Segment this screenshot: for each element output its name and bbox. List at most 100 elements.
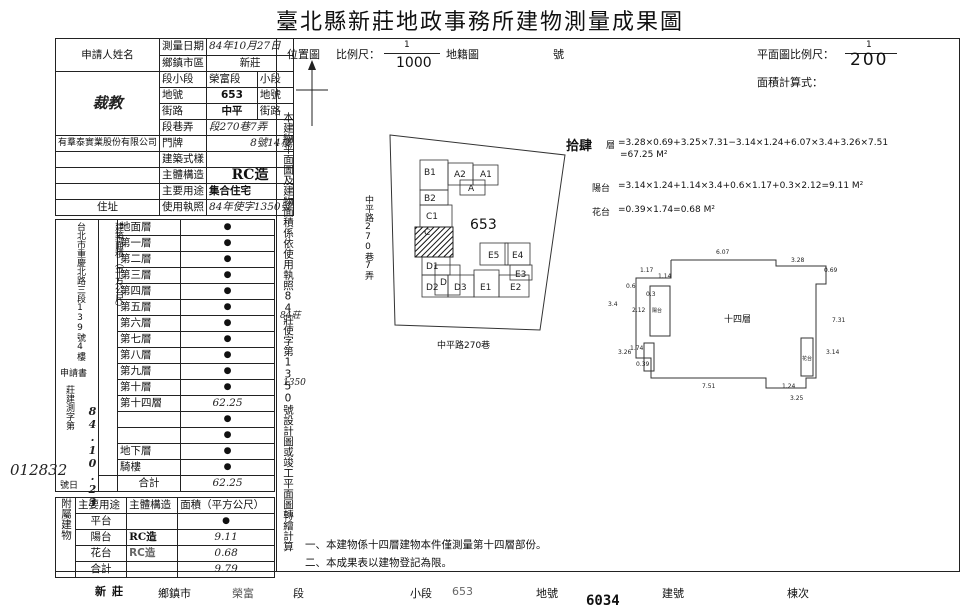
block-label: E5 — [488, 251, 499, 261]
block-label: D1 — [426, 262, 439, 272]
block-label: C1 — [426, 212, 438, 222]
svg-text:3.25: 3.25 — [790, 395, 804, 402]
position-label: 位置圖 — [287, 48, 320, 61]
block-label: A1 — [480, 170, 492, 180]
attach-head-area: 面積（平方公尺） — [177, 497, 275, 514]
floor-name: 第九層 — [117, 363, 181, 380]
footer-section-label: 段 — [293, 587, 304, 600]
floor-plan: 6.07 3.28 0.69 1.17 1.14 0.6 0.3 3.4 2.1… — [608, 249, 846, 402]
applicant-value: 裁教 — [54, 71, 161, 136]
applicant-label: 申請人姓名 — [54, 38, 161, 72]
scale-num: 1 — [404, 40, 410, 50]
floor-area-value: ● — [180, 299, 275, 316]
street-value: 中平 — [206, 103, 258, 120]
footer-count-label: 棟次 — [787, 587, 809, 600]
svg-text:3.4: 3.4 — [608, 301, 618, 308]
table-row: 陽台 RC造 9.11 — [56, 529, 275, 546]
calc-balcony-label: 陽台 — [592, 184, 611, 194]
table-row: 花台 RC造 0.68 — [56, 545, 275, 562]
floor-area-value: 62.25 — [180, 395, 275, 412]
calc-floor-result: =67.25 M² — [620, 150, 668, 160]
town-value: 新莊 — [206, 54, 295, 72]
floor-area-value: ● — [180, 427, 275, 444]
plan-flower-label: 花台 — [802, 355, 812, 362]
stamp-number: 012832 — [10, 461, 68, 479]
floor-name: 第三層 — [117, 267, 181, 284]
footer-lot-label: 地號 — [536, 587, 558, 600]
north-arrow-icon — [296, 60, 328, 126]
floor-area-value: ● — [180, 411, 275, 428]
block-label: B1 — [424, 168, 436, 178]
license-label: 使用執照 — [159, 199, 208, 216]
svg-text:1.14: 1.14 — [658, 273, 672, 280]
svg-text:7.31: 7.31 — [832, 317, 846, 324]
lot-value: 653 — [206, 87, 258, 104]
footer: 新莊 鄉鎮市 榮富 段 小段 653 地號 6034 建號 棟次 — [0, 580, 960, 613]
floor-name — [117, 411, 181, 428]
svg-text:3.14: 3.14 — [826, 349, 840, 356]
addr-label: 住址 — [54, 199, 161, 216]
footer-lot-value: 653 — [452, 585, 473, 598]
svg-text:2.12: 2.12 — [632, 307, 646, 314]
floor-area-value: ● — [180, 379, 275, 396]
svg-text:1.24: 1.24 — [782, 383, 796, 390]
table-row: 第十層● — [56, 379, 275, 396]
total-label: 合計 — [117, 475, 181, 492]
floor-area-value: ● — [180, 331, 275, 348]
cad-label: 地籍圖 — [446, 48, 479, 61]
floor-area-value: ● — [180, 283, 275, 300]
svg-text:0.69: 0.69 — [824, 267, 838, 274]
mid-note: 本建物平面圖及建物面積係依使用執照84莊使字第1350號設計圖或竣工平面圖轉繪計… — [282, 112, 294, 552]
table-row: 第七層● — [56, 331, 275, 348]
block-label: C — [424, 228, 430, 238]
svg-text:0.3: 0.3 — [646, 291, 656, 298]
calc-flower-label: 花台 — [592, 208, 611, 218]
footer-section: 榮富 — [232, 587, 254, 600]
lane-label: 段巷弄 — [159, 119, 208, 136]
calc-flower-formula: =0.39×1.74=0.68 M² — [618, 205, 715, 215]
plan-balcony-label: 陽台 — [652, 307, 662, 314]
svg-text:3.26: 3.26 — [618, 349, 632, 356]
floor-name: 第四層 — [117, 283, 181, 300]
structure-label: 主體構造 — [159, 167, 208, 184]
plan-scale-num: 1 — [866, 40, 872, 50]
attach-head-use: 主要用途 — [74, 497, 128, 514]
footer-bldg-value: 6034 — [586, 593, 620, 609]
floor-name: 第十四層 — [117, 395, 181, 412]
block-label: D3 — [454, 283, 467, 293]
road-bottom-label: 中平路270巷 — [437, 341, 491, 351]
floor-name: 第六層 — [117, 315, 181, 332]
table-row: 合計 9.79 — [56, 561, 275, 578]
footer-town-label: 鄉鎮市 — [158, 587, 191, 600]
floor-name: 第八層 — [117, 347, 181, 364]
floor-area-value: ● — [180, 347, 275, 364]
table-row: 第五層● — [56, 299, 275, 316]
floor-name: 地面層 — [117, 219, 181, 236]
plan-scale-den: 200 — [850, 50, 889, 70]
calc-floor-suffix: 層 — [606, 141, 616, 151]
no-day-label: 號日 — [60, 478, 79, 491]
block-label: E1 — [480, 283, 491, 293]
note-2: 二、本成果表以建物登記為限。 — [305, 557, 452, 569]
svg-text:7.51: 7.51 — [702, 383, 716, 390]
req-label: 申請書 — [60, 366, 88, 379]
table-row: ● — [56, 427, 275, 444]
table-row: 地面層 ● — [55, 219, 275, 492]
section-label: 段小段 — [159, 71, 208, 88]
svg-text:1.74: 1.74 — [630, 345, 644, 352]
floor-name: 騎樓 — [117, 459, 181, 476]
page-title: 臺北縣新莊地政事務所建物測量成果圖 — [275, 10, 684, 35]
scale-label: 比例尺： — [336, 48, 380, 61]
block-label: A2 — [454, 170, 466, 180]
svg-text:6.07: 6.07 — [716, 249, 730, 256]
floor-area-value: ● — [180, 459, 275, 476]
style-label: 建築式樣 — [159, 151, 208, 168]
no-value: 8號14樓 — [206, 135, 295, 152]
floor-area-value: ● — [180, 267, 275, 284]
lot-number-label: 653 — [470, 217, 497, 233]
table-row: 第四層● — [56, 283, 275, 300]
license-value: 84年使字1350號 — [206, 199, 295, 216]
floor-area-value: ● — [180, 363, 275, 380]
survey-date-label: 測量日期 — [159, 38, 208, 56]
